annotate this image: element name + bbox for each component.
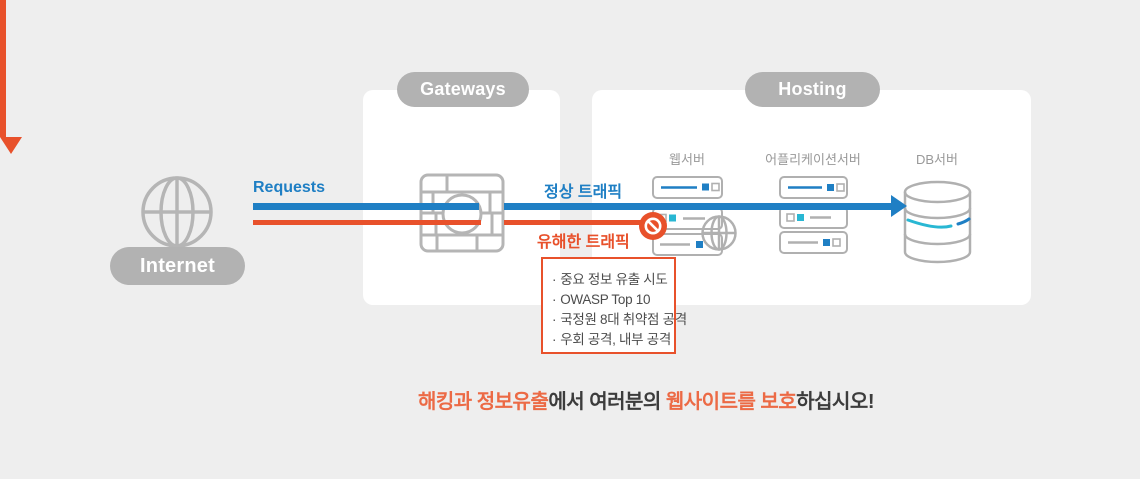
harmful-traffic-line — [504, 220, 653, 225]
web-server-label: 웹서버 — [669, 152, 705, 167]
requests-label: Requests — [253, 179, 326, 196]
database-cylinder-icon — [903, 180, 972, 264]
harmful-traffic-line — [253, 220, 481, 225]
tagline-plain-2: 하십시오! — [796, 391, 874, 413]
hosting-badge: Hosting — [745, 72, 880, 107]
db-server-label: DB서버 — [916, 152, 958, 167]
app-server-label: 어플리케이션서버 — [765, 152, 861, 167]
threat-item: ·우회 공격, 내부 공격 — [552, 332, 671, 347]
harmful-traffic-label: 유해한 트래픽 — [537, 234, 630, 251]
threat-item: ·OWASP Top 10 — [552, 292, 651, 307]
internet-badge: Internet — [110, 247, 245, 285]
blocked-flow-line — [0, 0, 6, 137]
normal-traffic-label: 정상 트래픽 — [544, 184, 623, 201]
normal-traffic-line — [504, 203, 891, 210]
tagline-highlight-1: 해킹과 정보유출 — [418, 391, 549, 413]
threat-item: ·중요 정보 유출 시도 — [552, 272, 668, 287]
right-arrow-icon — [891, 195, 907, 217]
firewall-icon — [419, 173, 505, 253]
tagline-plain-1: 에서 여러분의 — [548, 391, 666, 413]
globe-icon — [141, 176, 213, 248]
tagline: 해킹과 정보유출에서 여러분의 웹사이트를 보호하십시오! — [418, 385, 874, 414]
threat-item: ·국정원 8대 취약점 공격 — [552, 312, 687, 327]
gateways-badge: Gateways — [397, 72, 529, 107]
prohibition-icon — [639, 212, 667, 240]
threat-list: ·중요 정보 유출 시도 ·OWASP Top 10 ·국정원 8대 취약점 공격 ·… — [541, 257, 687, 354]
tagline-highlight-2: 웹사이트를 보호 — [665, 391, 797, 413]
down-arrow-icon — [0, 137, 22, 154]
server-stack-icon — [779, 176, 848, 254]
normal-traffic-line — [253, 203, 479, 210]
server-stack-with-globe-icon — [652, 176, 737, 256]
